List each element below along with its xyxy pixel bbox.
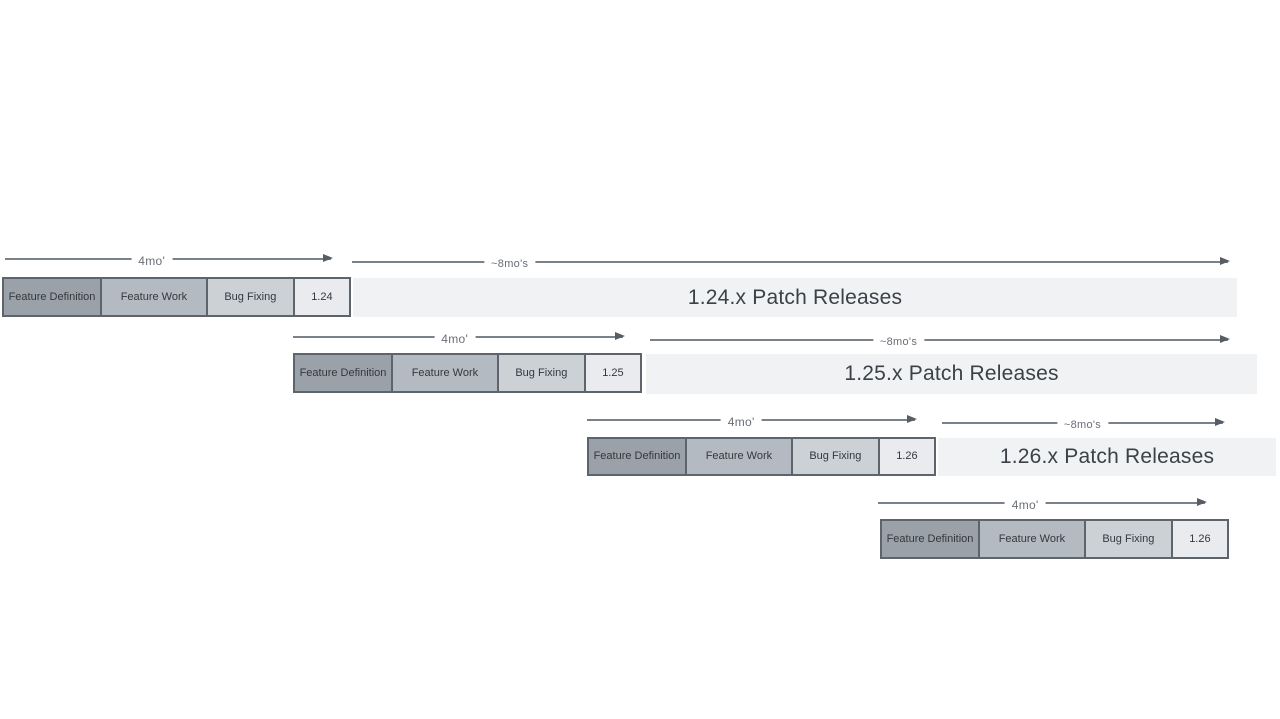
dev-cycle-arrow: 4mo' (878, 498, 1207, 513)
stage-label: Feature Work (411, 366, 479, 379)
stage-bug-fixing: Bug Fixing (207, 279, 295, 315)
stage-label: Bug Fixing (809, 450, 862, 462)
arrowhead-right-icon (1220, 257, 1230, 265)
stage-label: Feature Definition (8, 290, 96, 303)
arrowhead-right-icon (1220, 335, 1230, 343)
stage-label: Bug Fixing (224, 290, 277, 303)
version-box: 1.25 (585, 355, 640, 391)
dev-cycle-arrow: 4mo' (5, 254, 333, 269)
stage-feature-work: Feature Work (686, 439, 793, 474)
patch-releases-label: 1.26.x Patch Releases (999, 445, 1215, 468)
arrowhead-right-icon (907, 415, 917, 423)
stage-label: Bug Fixing (515, 366, 568, 379)
version-box: 1.26 (879, 439, 934, 474)
dev-duration-label: 4mo' (131, 254, 173, 269)
stage-feature-definition: Feature Definition (295, 355, 393, 391)
arrowhead-right-icon (1215, 418, 1225, 426)
version-box: 1.26 (1172, 521, 1227, 557)
stage-feature-work: Feature Work (392, 355, 499, 391)
stage-label: Feature Definition (886, 532, 974, 545)
stage-label: Feature Work (998, 532, 1066, 545)
release-stages-1.26: Feature Definition Feature Work Bug Fixi… (587, 437, 936, 476)
stage-label: Feature Definition (593, 450, 681, 462)
stage-feature-definition: Feature Definition (589, 439, 687, 474)
patch-releases-bar: 1.24.x Patch Releases (353, 278, 1237, 317)
dev-duration-label: 4mo' (1004, 498, 1046, 513)
stage-feature-definition: Feature Definition (882, 521, 980, 557)
stage-feature-work: Feature Work (979, 521, 1086, 557)
stage-label: Feature Definition (299, 366, 387, 379)
stage-label: Feature Work (705, 450, 773, 462)
stage-feature-definition: Feature Definition (4, 279, 102, 315)
arrowhead-right-icon (615, 332, 625, 340)
dev-cycle-arrow: 4mo' (293, 332, 625, 347)
patch-releases-label: 1.25.x Patch Releases (844, 362, 1059, 385)
patch-window-arrow: ~8mo's (650, 335, 1230, 348)
patch-releases-bar: 1.26.x Patch Releases (938, 438, 1276, 476)
arrowhead-right-icon (1197, 498, 1207, 506)
version-label: 1.26 (1189, 532, 1211, 545)
version-label: 1.24 (311, 290, 333, 303)
stage-label: Feature Work (120, 290, 188, 303)
stage-bug-fixing: Bug Fixing (792, 439, 880, 474)
patch-duration-label: ~8mo's (484, 257, 536, 270)
stage-feature-work: Feature Work (101, 279, 208, 315)
patch-releases-label: 1.24.x Patch Releases (687, 285, 903, 309)
patch-duration-label: ~8mo's (1056, 418, 1109, 431)
dev-cycle-arrow: 4mo' (587, 415, 917, 430)
patch-window-arrow: ~8mo's (352, 257, 1230, 270)
version-label: 1.26 (896, 450, 918, 462)
stage-bug-fixing: Bug Fixing (498, 355, 586, 391)
release-stages-1.25: Feature Definition Feature Work Bug Fixi… (293, 353, 642, 393)
arrowhead-right-icon (323, 254, 333, 262)
patch-duration-label: ~8mo's (872, 335, 925, 348)
version-box: 1.24 (294, 279, 349, 315)
stage-label: Bug Fixing (1102, 532, 1155, 545)
patch-releases-bar: 1.25.x Patch Releases (646, 354, 1257, 394)
release-stages-1.24: Feature Definition Feature Work Bug Fixi… (2, 277, 351, 317)
patch-window-arrow: ~8mo's (942, 418, 1225, 431)
version-label: 1.25 (602, 366, 624, 379)
stage-bug-fixing: Bug Fixing (1085, 521, 1173, 557)
release-stages-next: Feature Definition Feature Work Bug Fixi… (880, 519, 1229, 559)
dev-duration-label: 4mo' (434, 332, 476, 347)
dev-duration-label: 4mo' (720, 415, 762, 430)
